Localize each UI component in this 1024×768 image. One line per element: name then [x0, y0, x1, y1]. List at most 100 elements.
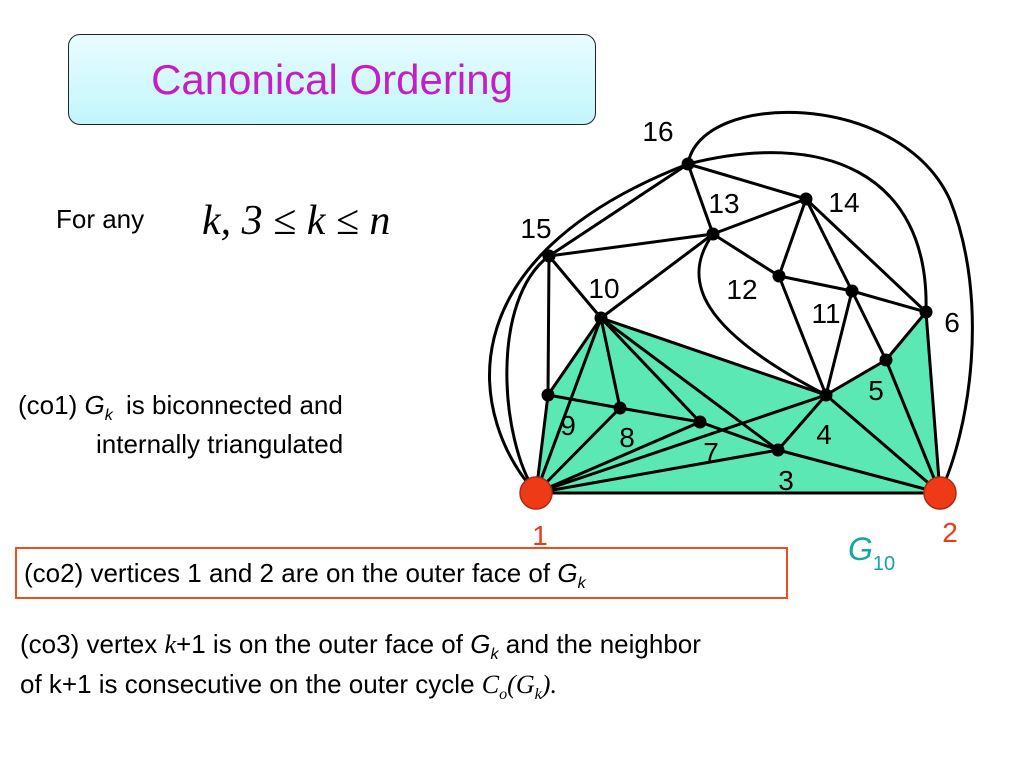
vertex-2 [923, 476, 957, 510]
edge-4-5 [824, 358, 888, 397]
edge-curve-1-16 [488, 162, 689, 495]
vertex-14 [799, 192, 813, 206]
edge-9-15 [546, 254, 551, 397]
edge-16-13 [686, 162, 715, 236]
vertex-label-5: 5 [868, 375, 884, 406]
edge-15-10 [547, 254, 603, 320]
co1-prefix: (co1) [18, 390, 78, 420]
edge-curve-16-2 [686, 110, 974, 494]
vertex-label-4: 4 [816, 419, 832, 450]
edge-curve-1-15 [505, 254, 550, 494]
vertex-1 [519, 476, 553, 510]
edge-1-8 [534, 406, 622, 495]
co1-text1: is biconnected and [126, 390, 343, 420]
edge-3-10 [599, 316, 780, 452]
edge-7-10 [599, 316, 702, 424]
edge-13-10 [599, 232, 715, 320]
edge-1-4 [534, 393, 828, 495]
vertex-10 [594, 311, 608, 325]
g10-label: G10 [848, 531, 895, 575]
vertex-3 [771, 443, 785, 457]
edge-16-14 [686, 162, 808, 201]
vertex-7 [693, 415, 707, 429]
co1-line1: (co1) Gk is biconnected and [18, 390, 343, 423]
edge-4-10 [599, 316, 828, 397]
title-box: Canonical Ordering [68, 34, 596, 125]
co3-cycle-close: ). [541, 670, 557, 699]
vertex-label-3: 3 [778, 465, 794, 496]
edge-curve-13-4 [697, 233, 827, 397]
edge-2-6 [924, 310, 942, 495]
co2-highlight-box [15, 547, 788, 599]
co2-graph-symbol: G [557, 558, 578, 588]
vertex-label-1: 1 [532, 520, 548, 551]
edge-7-3 [698, 420, 780, 452]
edge-12-11 [777, 274, 854, 293]
vertex-15 [542, 249, 556, 263]
vertex-label-16: 16 [642, 116, 673, 147]
vertex-9 [541, 388, 555, 402]
vertex-4 [819, 388, 833, 402]
edge-15-13 [547, 232, 715, 258]
co3-cycle-open: ( [507, 670, 516, 699]
edge-13-12 [711, 232, 781, 278]
for-any-label: For any [56, 204, 145, 234]
co3-graph-sub: k [490, 644, 499, 663]
edge-13-14 [711, 197, 808, 236]
edge-9-8 [546, 393, 622, 410]
edge-2-3 [776, 448, 942, 495]
g10-subscript: 10 [873, 553, 895, 575]
edge-1-3 [534, 448, 780, 495]
co3-k: k [164, 630, 177, 659]
edge-15-16 [547, 162, 690, 258]
k-range-condition: k, 3 ≤ k ≤ n [202, 198, 391, 244]
edge-2-5 [884, 358, 942, 495]
page-title: Canonical Ordering [151, 55, 513, 103]
co3-cycle-g: G [515, 670, 535, 699]
edge-1-10 [534, 316, 603, 495]
edge-3-4 [776, 393, 828, 452]
edge-14-6 [804, 197, 928, 314]
vertex-label-7: 7 [703, 437, 719, 468]
vertex-label-15: 15 [520, 213, 551, 244]
vertex-label-6: 6 [944, 307, 960, 338]
edge-14-11 [804, 197, 854, 293]
co3-prefix: (co3) vertex [20, 629, 158, 659]
vertex-label-14: 14 [828, 187, 859, 218]
vertex-6 [919, 305, 933, 319]
co3-graph-symbol: G [470, 629, 491, 659]
co2-line: (co2) vertices 1 and 2 are on the outer … [24, 558, 586, 591]
vertex-label-2: 2 [942, 517, 958, 548]
vertex-12 [772, 269, 786, 283]
co3-cycle-k: k [534, 685, 542, 703]
for-any-text: For any [56, 206, 144, 232]
vertex-label-12: 12 [726, 274, 757, 305]
edge-11-4 [824, 289, 854, 397]
edge-5-6 [884, 310, 928, 362]
co3-text-tail: and the neighbor [505, 629, 701, 659]
vertex-label-8: 8 [619, 422, 635, 453]
co3-cycle-symbol: C [481, 670, 500, 699]
co3-line1: (co3) vertex k+1 is on the outer face of… [20, 629, 701, 662]
edge-14-12 [777, 197, 808, 278]
edge-2-4 [824, 393, 942, 495]
edge-8-10 [599, 316, 622, 410]
vertex-label-9: 9 [560, 410, 576, 441]
g10-symbol: G [848, 531, 873, 567]
co1-graph-symbol: G [84, 390, 105, 420]
vertex-5 [879, 353, 893, 367]
edge-9-10 [546, 316, 603, 397]
graph-edges [488, 110, 974, 495]
co1-text2: internally triangulated [96, 429, 344, 459]
co2-graph-sub: k [577, 573, 586, 592]
vertex-16 [681, 157, 695, 171]
edge-12-4 [777, 274, 828, 397]
edge-1-7 [534, 420, 702, 495]
co3-cycle-sub: o [499, 685, 508, 703]
graph-vertices [519, 157, 957, 510]
co2-text: (co2) vertices 1 and 2 are on the outer … [24, 558, 551, 588]
vertex-label-13: 13 [708, 188, 739, 219]
co1-graph-sub: k [104, 405, 113, 424]
